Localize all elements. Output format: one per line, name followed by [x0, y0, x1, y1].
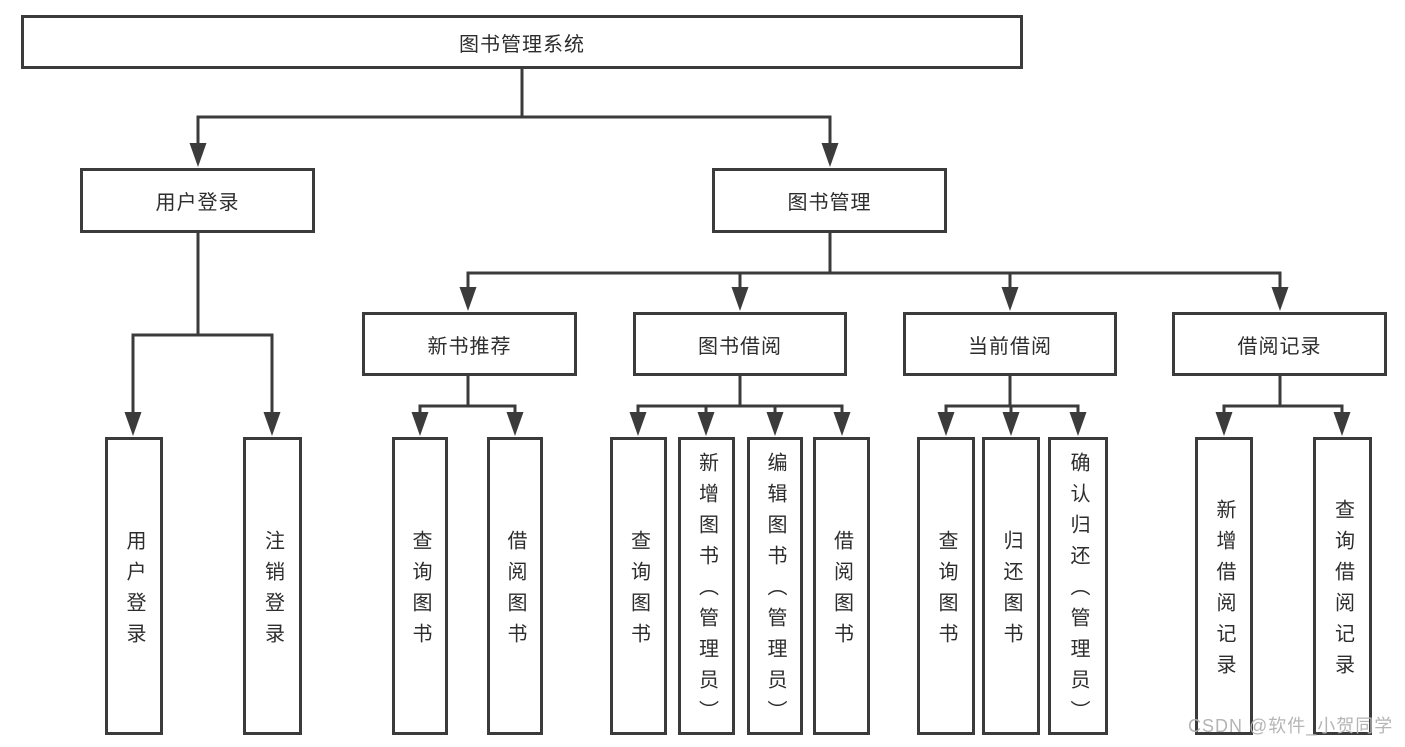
- node-label: 查询借阅记录: [1331, 498, 1354, 685]
- arrow-icon: [1001, 287, 1019, 311]
- node-book-management: 图书管理: [712, 168, 947, 233]
- node-label: 图书管理: [787, 192, 872, 214]
- arrow-icon: [124, 412, 142, 436]
- node-label: 新书推荐: [427, 335, 512, 358]
- arrow-icon: [1271, 287, 1289, 311]
- leaf-add-borrow-record: 新增借阅记录: [1195, 437, 1253, 735]
- node-label: 图书借阅: [698, 335, 782, 358]
- node-label: 用户登录: [123, 529, 145, 654]
- leaf-user-login: 用户登录: [105, 437, 163, 735]
- connector-current-borrow: [944, 376, 1080, 414]
- arrow-icon: [411, 412, 429, 436]
- node-label: 归还图书: [1000, 529, 1022, 654]
- leaf-confirm-return-admin: 确认归还（管理员）: [1048, 437, 1108, 735]
- leaf-query-borrow-record: 查询借阅记录: [1313, 437, 1372, 735]
- leaf-edit-book-admin: 编辑图书（管理员）: [747, 437, 803, 735]
- arrow-icon: [731, 287, 749, 311]
- arrow-icon: [697, 412, 715, 436]
- connector-book-borrow: [636, 376, 844, 414]
- node-label: 查询图书: [935, 529, 957, 654]
- connector-new-book: [418, 376, 517, 414]
- node-label: 用户登录: [155, 192, 240, 214]
- arrow-icon: [1333, 412, 1351, 436]
- node-borrowing-records: 借阅记录: [1172, 312, 1387, 376]
- arrow-icon: [937, 412, 955, 436]
- node-root-system: 图书管理系统: [21, 15, 1023, 69]
- arrow-icon: [821, 143, 839, 167]
- arrow-icon: [833, 412, 851, 436]
- arrow-icon: [459, 287, 477, 311]
- leaf-query-books-borrowing: 查询图书: [610, 437, 667, 735]
- arrow-icon: [1002, 412, 1020, 436]
- arrow-icon: [1215, 412, 1233, 436]
- node-label: 注销登录: [261, 529, 284, 654]
- arrow-icon: [263, 412, 281, 436]
- node-label: 新增图书（管理员）: [695, 452, 718, 731]
- node-label: 借阅图书: [504, 529, 526, 654]
- leaf-borrow-books: 借阅图书: [813, 437, 870, 735]
- connector-root: [196, 69, 832, 146]
- node-label: 查询图书: [409, 529, 431, 654]
- leaf-add-book-admin: 新增图书（管理员）: [678, 437, 735, 735]
- connector-borrow-record: [1222, 376, 1344, 414]
- node-label: 编辑图书（管理员）: [764, 452, 786, 731]
- connector-user-login: [131, 233, 274, 414]
- csdn-watermark: CSDN @软件_小贺同学: [1188, 716, 1394, 736]
- leaf-query-books-current: 查询图书: [917, 437, 975, 735]
- node-label: 新增借阅记录: [1213, 498, 1235, 685]
- arrow-icon: [1069, 412, 1087, 436]
- node-current-borrowing: 当前借阅: [903, 312, 1117, 376]
- arrowheads: [124, 143, 1351, 436]
- leaf-borrow-books-recommend: 借阅图书: [487, 437, 543, 735]
- connector-book-mgmt: [466, 233, 1282, 289]
- node-label: 图书管理系统: [459, 33, 585, 56]
- node-user-login: 用户登录: [80, 168, 315, 233]
- node-label: 确认归还（管理员）: [1067, 452, 1089, 731]
- node-label: 查询图书: [627, 529, 650, 654]
- node-new-book-recommend: 新书推荐: [362, 312, 577, 376]
- leaf-return-book: 归还图书: [982, 437, 1040, 735]
- arrow-icon: [629, 412, 647, 436]
- arrow-icon: [189, 143, 207, 167]
- node-label: 当前借阅: [968, 335, 1052, 358]
- node-label: 借阅记录: [1237, 335, 1322, 358]
- node-book-borrowing: 图书借阅: [633, 312, 847, 376]
- node-label: 借阅图书: [830, 529, 853, 654]
- leaf-logout: 注销登录: [243, 437, 302, 735]
- leaf-query-books-recommend: 查询图书: [392, 437, 448, 735]
- arrow-icon: [766, 412, 784, 436]
- arrow-icon: [506, 412, 524, 436]
